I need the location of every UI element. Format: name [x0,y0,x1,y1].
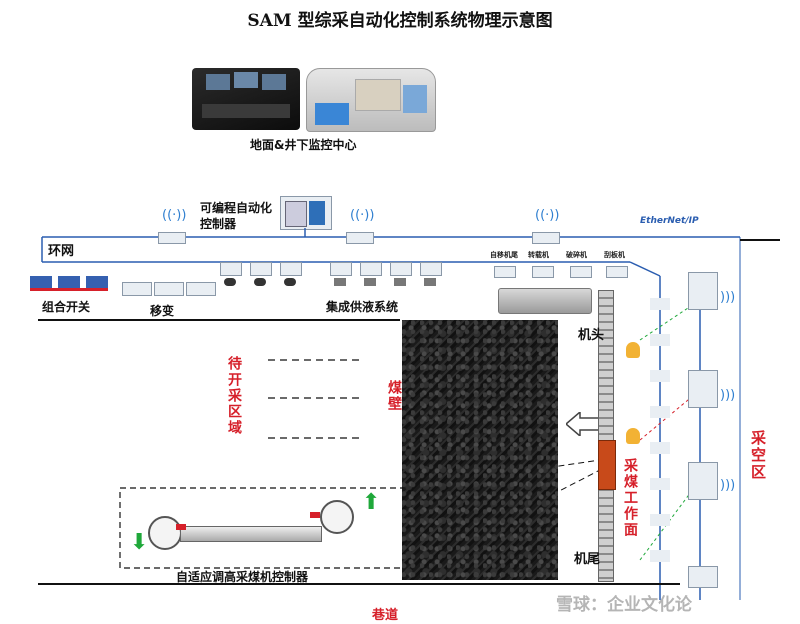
equipment-device [532,266,554,278]
monitor-cabin-image [306,68,436,132]
shearer-controller-label: 自适应调高采煤机控制器 [176,570,309,584]
coal-wall-label: 煤壁 [386,380,402,412]
diagram-title: SAM 型综采自动化控制系统物理示意图 [247,11,553,31]
machine-tail-label: 机尾 [574,552,601,567]
support-controller [688,462,718,500]
wifi-icon: ))) [720,290,736,305]
loader-machine [498,288,592,314]
plc-device [280,196,332,230]
to-be-mined-label: 待开采区域 [226,356,242,436]
shearer-diagram [140,496,360,556]
support-controller [688,272,718,310]
switchgear-label: 组合开关 [42,300,91,314]
wifi-icon: ((·)) [535,208,560,223]
arrow-down-icon: ⬇ [130,530,149,555]
wifi-icon: ((·)) [350,208,375,223]
equipment-device [494,266,516,278]
worker-icon [626,342,640,358]
equipment-label: 转载机 [528,251,549,259]
plc-label: 可编程自动化控制器 [200,201,273,231]
roadway-label: 巷道 [372,608,399,623]
pump-units [220,262,450,292]
monitor-console-image [192,68,300,130]
equipment-device [570,266,592,278]
ethernet-ip-logo: EtherNet/IP [640,216,699,226]
equipment-label: 刮板机 [604,251,625,259]
transformer-label: 移变 [150,304,175,318]
ring-network-label: 环网 [48,244,75,259]
shearer-body [598,440,616,490]
switchgear-units [30,274,110,292]
arrow-up-icon: ⬆ [362,490,381,515]
transformer-units [122,280,218,298]
worker-icon [626,428,640,444]
support-controller [688,566,718,588]
wifi-icon: ))) [720,478,736,493]
wifi-icon: ))) [720,388,736,403]
network-switch [346,232,374,244]
network-switch [532,232,560,244]
wifi-icon: ((·)) [162,208,187,223]
valve-controllers [650,280,670,580]
equipment-label: 自移机尾 [490,251,518,259]
watermark: 雪球：企业文化论 [556,595,692,615]
coal-seam [402,320,558,580]
goaf-label: 采空区 [749,430,767,481]
mining-face-label: 采煤工作面 [622,458,638,538]
face-support-column [598,290,614,582]
machine-head-label: 机头 [578,328,605,343]
equipment-device [606,266,628,278]
support-controller [688,370,718,408]
equipment-label: 破碎机 [566,251,587,259]
monitor-center-label: 地面&井下监控中心 [250,138,357,152]
network-switch [158,232,186,244]
fluid-system-label: 集成供液系统 [326,300,399,314]
